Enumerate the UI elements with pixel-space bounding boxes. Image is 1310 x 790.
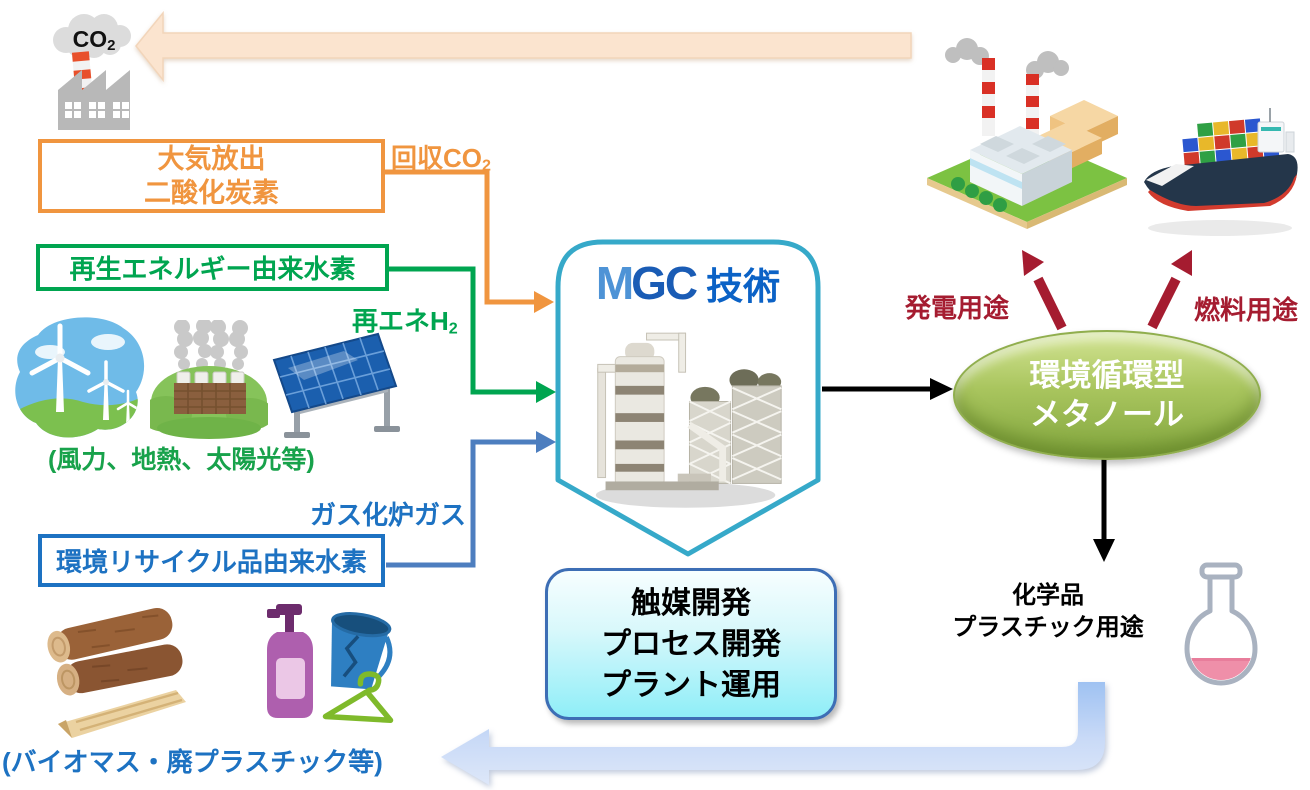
lattice-towers — [687, 369, 782, 485]
biomass-logs-icon — [47, 607, 186, 738]
mgc-logo-suffix: 技術 — [706, 266, 781, 307]
chemical-use-label: 化学品 プラスチック用途 — [948, 580, 1148, 644]
flask-icon — [1184, 562, 1258, 686]
renewable-hydrogen-box: 再生エネルギー由来水素 — [36, 244, 389, 291]
co2-factory-icon: CO2 — [53, 14, 131, 130]
wind-turbine-icon — [15, 317, 145, 438]
fuel-use-label: 燃料用途 — [1194, 295, 1299, 325]
mgc-logo-m: M — [595, 257, 634, 309]
chimney-2 — [1026, 74, 1039, 136]
power-use-arrow — [1022, 250, 1067, 331]
recycled-hydrogen-box: 環境リサイクル品由来水素 — [38, 534, 385, 587]
atmospheric-co2-line2: 二酸化炭素 — [144, 178, 279, 208]
pump-bottle — [267, 604, 313, 718]
chemical-use-line1: 化学品 — [1012, 582, 1084, 609]
chimney-1 — [982, 58, 995, 136]
steam — [174, 320, 248, 370]
co2-return-arrow — [135, 10, 912, 83]
fuel-use-arrow — [1147, 250, 1192, 330]
tech-line-2: プロセス開発 — [601, 627, 781, 661]
mgc-logo-gc: GC — [631, 257, 698, 309]
hanger — [322, 671, 394, 724]
container-ship-icon — [1144, 108, 1298, 236]
chemical-feed-arrow — [1093, 452, 1115, 562]
smoke-cloud: CO2 — [53, 14, 131, 58]
renewable-h2-label: 再エネH2 — [352, 306, 458, 338]
superstructure — [1257, 108, 1295, 153]
methanol-ellipse: 環境循環型 メタノール — [953, 330, 1261, 460]
methanol-line1: 環境循環型 — [1029, 358, 1185, 393]
captured-co2-line — [385, 169, 554, 313]
recycle-return-arrow — [441, 682, 1105, 785]
main-hall — [970, 126, 1072, 206]
factory-body — [58, 70, 130, 130]
methanol-feed-arrow — [822, 378, 953, 400]
tech-line-3: プラント運用 — [601, 668, 781, 702]
renewable-h2-line — [388, 266, 556, 403]
power-use-label: 発電用途 — [905, 293, 1010, 323]
recycled-caption: (バイオマス・廃プラスチック等) — [2, 747, 383, 777]
tech-line-1: 触媒開発 — [631, 586, 751, 620]
chemical-use-line2: プラスチック用途 — [952, 614, 1144, 641]
log-bottom — [56, 644, 183, 696]
plastic-waste-icon — [267, 604, 394, 724]
atmospheric-co2-box: 大気放出 二酸化炭素 — [38, 139, 385, 213]
smoke — [945, 38, 1069, 79]
geothermal-icon — [150, 320, 268, 439]
solar-panel-icon — [272, 332, 400, 438]
split-log — [58, 690, 186, 738]
hull — [1144, 154, 1298, 211]
chemical-plant-icon — [595, 332, 782, 508]
gasification-line — [386, 431, 556, 568]
main-column — [614, 342, 665, 486]
power-plant-icon — [927, 38, 1127, 229]
bushes — [951, 177, 1007, 212]
captured-co2-label: 回収CO2 — [391, 143, 491, 175]
atmospheric-co2-line1: 大気放出 — [157, 144, 266, 174]
renewable-caption: (風力、地熱、太陽光等) — [48, 446, 315, 474]
methanol-line2: メタノール — [1029, 397, 1185, 432]
plant-building — [174, 371, 246, 414]
gasification-gas-label: ガス化炉ガス — [310, 500, 467, 530]
log-top — [47, 607, 173, 663]
technology-box: 触媒開発 プロセス開発 プラント運用 — [545, 568, 837, 720]
